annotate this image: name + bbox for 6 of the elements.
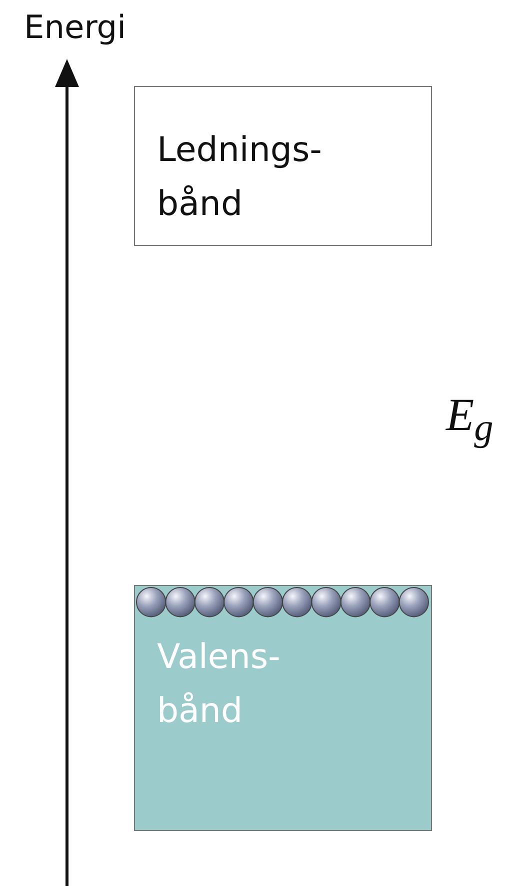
band-label: Valens- bånd: [157, 636, 282, 733]
band-label: Lednings- bånd: [157, 129, 323, 226]
conduction-band: [134, 86, 432, 246]
band-gap-label: E$_{g}$: [446, 388, 494, 450]
axis-label: Energi: [24, 8, 126, 46]
valence-band: [134, 585, 432, 831]
